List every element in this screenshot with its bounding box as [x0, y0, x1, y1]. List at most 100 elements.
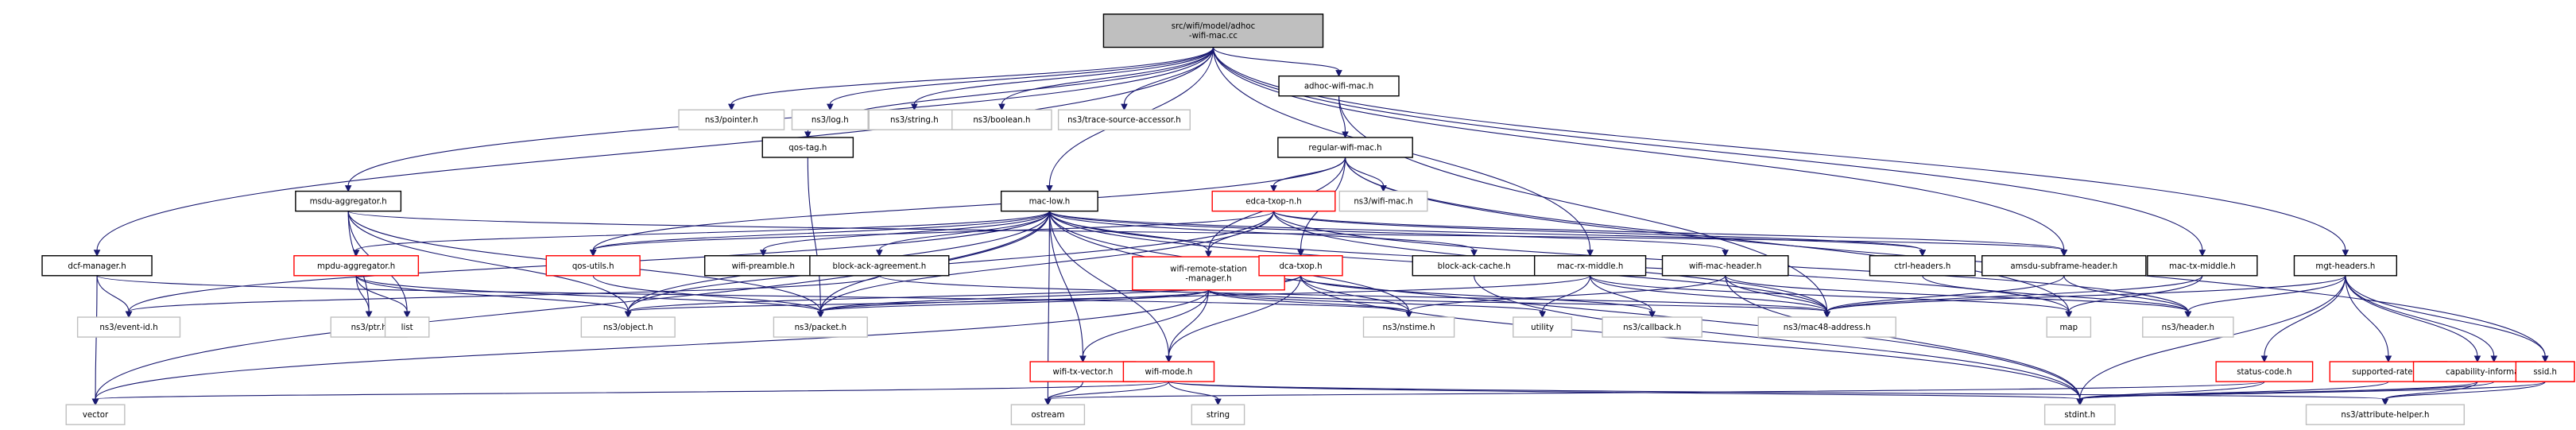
node-amsdu[interactable]: amsdu-subframe-header.h — [1981, 255, 2147, 277]
edge-txvector-to-ostream — [1044, 381, 1083, 406]
edge-arrowhead — [589, 250, 597, 257]
edge-mpdu-to-object — [355, 275, 632, 319]
node-label: list — [401, 323, 413, 332]
node-qosutils[interactable]: qos-utils.h — [545, 255, 641, 277]
node-box — [1029, 361, 1137, 382]
node-label: ctrl-headers.h — [1894, 262, 1950, 271]
edge-line — [1168, 275, 1302, 357]
node-dcf[interactable]: dcf-manager.h — [41, 255, 153, 277]
edge-arrowhead — [1044, 398, 1052, 406]
node-box — [545, 255, 641, 277]
edge-line — [1408, 275, 1726, 312]
node-box — [1191, 404, 1245, 425]
edge-edca-to-ctrl — [1273, 211, 1927, 257]
node-mactx[interactable]: mac-tx-middle.h — [2147, 255, 2258, 277]
edge-dcf-to-vector — [91, 275, 99, 406]
node-regular[interactable]: regular-wifi-mac.h — [1277, 137, 1413, 158]
node-box — [1102, 14, 1324, 48]
node-bacache[interactable]: block-ack-cache.h — [1412, 255, 1536, 277]
node-label: ns3/string.h — [890, 116, 939, 125]
edge-arrowhead — [1335, 70, 1342, 77]
node-label: mac-low.h — [1029, 198, 1071, 207]
node-label: wifi-preamble.h — [732, 262, 795, 271]
node-label: wifi-tx-vector.h — [1053, 368, 1114, 377]
edge-line — [2345, 275, 2478, 357]
node-box — [1057, 109, 1191, 130]
edge-mpdu-to-packet — [355, 275, 824, 319]
node-label: regular-wifi-mac.h — [1308, 144, 1381, 153]
edge-line — [2345, 275, 2546, 357]
edge-mpdu-to-ptr — [355, 275, 373, 319]
node-label: ns3/trace-source-accessor.h — [1067, 116, 1181, 125]
node-qostag[interactable]: qos-tag.h — [761, 137, 854, 158]
node-label: edca-txop-n.h — [1245, 198, 1302, 207]
edge-arrowhead — [344, 185, 352, 192]
node-box — [76, 316, 181, 338]
node-root[interactable]: src/wifi/model/adhoc-wifi-mac.cc — [1102, 14, 1324, 48]
node-box — [295, 190, 402, 212]
node-msdu[interactable]: msdu-aggregator.h — [295, 190, 402, 212]
node-mgt[interactable]: mgt-headers.h — [2293, 255, 2398, 277]
edge-mgt-to-status — [2260, 275, 2346, 363]
node-box — [2305, 404, 2466, 425]
edge-line — [2079, 275, 2346, 400]
edge-wrsm-to-txvector — [1079, 289, 1210, 363]
node-mpdu[interactable]: mpdu-aggregator.h — [293, 255, 420, 277]
edge-arrowhead — [403, 311, 411, 319]
edge-arrowhead — [1165, 355, 1172, 363]
edge-arrowhead — [1214, 398, 1222, 406]
node-box — [1602, 316, 1702, 338]
edge-arrowhead — [91, 398, 99, 406]
node-txvector[interactable]: wifi-tx-vector.h — [1029, 361, 1137, 382]
edge-line — [1725, 275, 2189, 312]
edge-line — [2079, 381, 2265, 400]
node-ssid[interactable]: ssid.h — [2515, 361, 2575, 382]
edge-wrsm-to-wifimode — [1165, 289, 1210, 363]
node-label: ns3/boolean.h — [973, 116, 1030, 125]
edge-maclow-to-wmheader — [1048, 211, 1729, 257]
node-maclow[interactable]: mac-low.h — [1000, 190, 1098, 212]
node-box — [2293, 255, 2398, 277]
node-dcatxop[interactable]: dca-txop.h — [1258, 255, 1343, 277]
edge-mgt-to-header — [2184, 275, 2346, 319]
edge-arrowhead — [2198, 250, 2206, 257]
edge-arrowhead — [1648, 311, 1656, 319]
node-label: -wifi-mac.cc — [1189, 32, 1238, 41]
edge-line — [347, 211, 629, 312]
edge-line — [730, 47, 1214, 105]
edge-line — [819, 275, 1591, 312]
node-adhoc[interactable]: adhoc-wifi-mac.h — [1278, 75, 1400, 97]
edge-line — [2264, 275, 2346, 357]
edge-line — [1048, 211, 1169, 357]
node-label: ns3/header.h — [2162, 323, 2214, 332]
edge-mgt-to-suprates — [2345, 275, 2392, 363]
node-macrx[interactable]: mac-rx-middle.h — [1533, 255, 1647, 277]
edge-line — [95, 275, 98, 400]
edge-arrowhead — [1270, 185, 1277, 192]
node-status[interactable]: status-code.h — [2215, 361, 2314, 382]
node-baa[interactable]: block-ack-agreement.h — [809, 255, 950, 277]
node-wifimode[interactable]: wifi-mode.h — [1122, 361, 1215, 382]
edge-arrowhead — [2490, 355, 2498, 363]
edge-arrowhead — [1342, 131, 1349, 139]
node-wmheader[interactable]: wifi-mac-header.h — [1661, 255, 1789, 277]
node-box — [65, 404, 126, 425]
edge-root-to-log — [827, 47, 1214, 111]
edge-line — [1082, 289, 1210, 357]
node-ctrl[interactable]: ctrl-headers.h — [1869, 255, 1976, 277]
edge-regular-to-ns3wifimac — [1344, 157, 1387, 192]
edge-root-to-mactx — [1212, 47, 2206, 257]
node-vector: vector — [65, 404, 126, 425]
edge-arrowhead — [1205, 250, 1212, 258]
edge-baa-to-eventid — [125, 275, 880, 319]
node-box — [1277, 137, 1413, 158]
edge-line — [819, 211, 1275, 312]
node-log: ns3/log.h — [791, 109, 869, 130]
node-edca[interactable]: edca-txop-n.h — [1211, 190, 1336, 212]
edge-wifimode-to-string — [1168, 381, 1222, 406]
node-preamble[interactable]: wifi-preamble.h — [703, 255, 823, 277]
edge-line — [1826, 275, 2065, 312]
edge-arrowhead — [1586, 250, 1594, 257]
edge-line — [1300, 275, 1653, 312]
edge-line — [2384, 381, 2546, 400]
